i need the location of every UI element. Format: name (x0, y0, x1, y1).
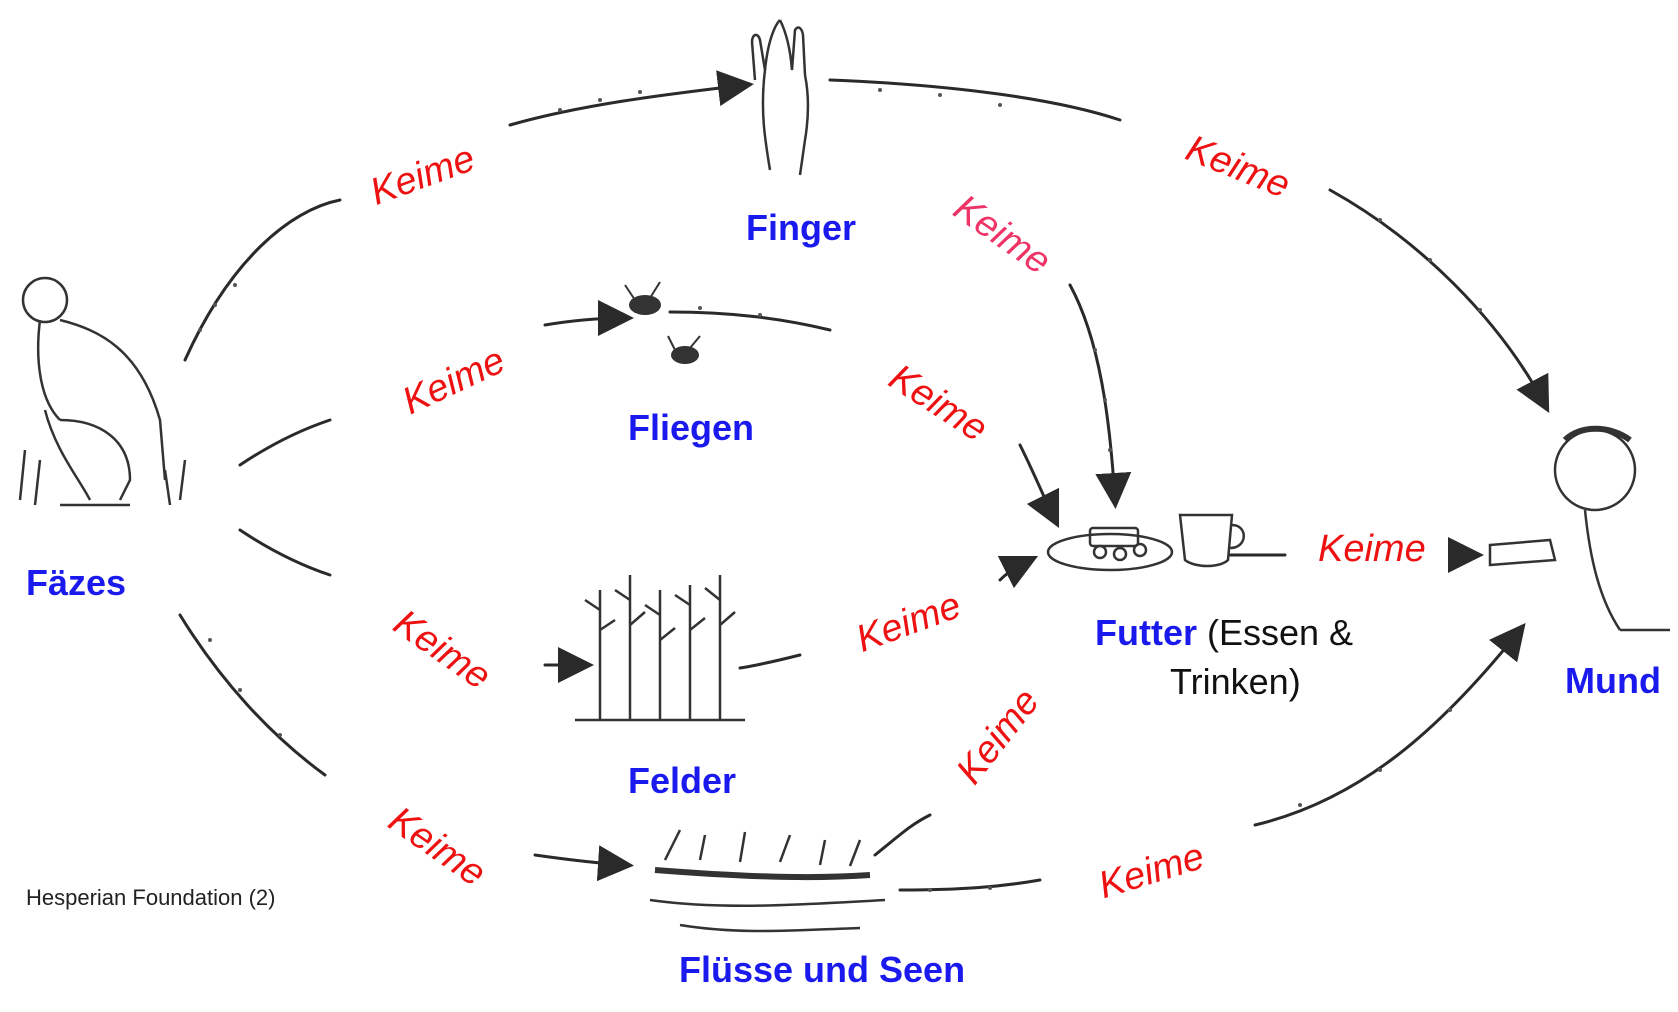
source-credit: Hesperian Foundation (2) (26, 885, 275, 911)
node-mund: Mund (1565, 663, 1661, 699)
arrow-felder-futter (1000, 560, 1030, 580)
arrow-finger-futter (1070, 285, 1115, 500)
arrow-felder-b (740, 655, 800, 668)
arrow-fliegen-b (670, 312, 830, 330)
drinking-person-illustration (1490, 429, 1670, 630)
arrow-faezes-felder (240, 530, 330, 575)
arrow-faezes-finger-2 (510, 85, 745, 125)
arrow-faezes-fluesse (180, 615, 325, 775)
node-finger: Finger (746, 210, 856, 246)
germ-label-futter-mund: Keime (1318, 530, 1426, 568)
arrow-faezes-fliegen-2 (545, 318, 625, 325)
arrow-fluesse-mund (1255, 630, 1520, 825)
node-futter: Futter (Essen & (1095, 615, 1353, 651)
arrow-finger-mund (830, 80, 1120, 120)
crop-field-illustration (575, 575, 745, 720)
arrow-fliegen-futter (1020, 445, 1055, 520)
arrow-faezes-finger (185, 200, 340, 360)
node-fluesse: Flüsse und Seen (679, 952, 965, 988)
node-futter-note-2: Trinken) (1170, 661, 1301, 703)
node-futter-note-1: (Essen & (1207, 612, 1353, 653)
arrow-faezes-fliegen (240, 420, 330, 465)
flies-illustration (625, 282, 700, 364)
river-illustration (650, 830, 885, 931)
plate-cup-illustration (1048, 515, 1244, 570)
hand-fingers-illustration (752, 20, 808, 175)
arrow-fluesse-b (900, 880, 1040, 890)
arrow-fluesse-futter (875, 815, 930, 855)
node-futter-label: Futter (1095, 612, 1197, 653)
node-faezes: Fäzes (26, 565, 126, 601)
arrow-finger-mund-2 (1330, 190, 1545, 405)
arrow-faezes-fluesse-2 (535, 855, 625, 865)
squatting-person-illustration (20, 278, 185, 505)
node-felder: Felder (628, 763, 736, 799)
node-fliegen: Fliegen (628, 410, 754, 446)
